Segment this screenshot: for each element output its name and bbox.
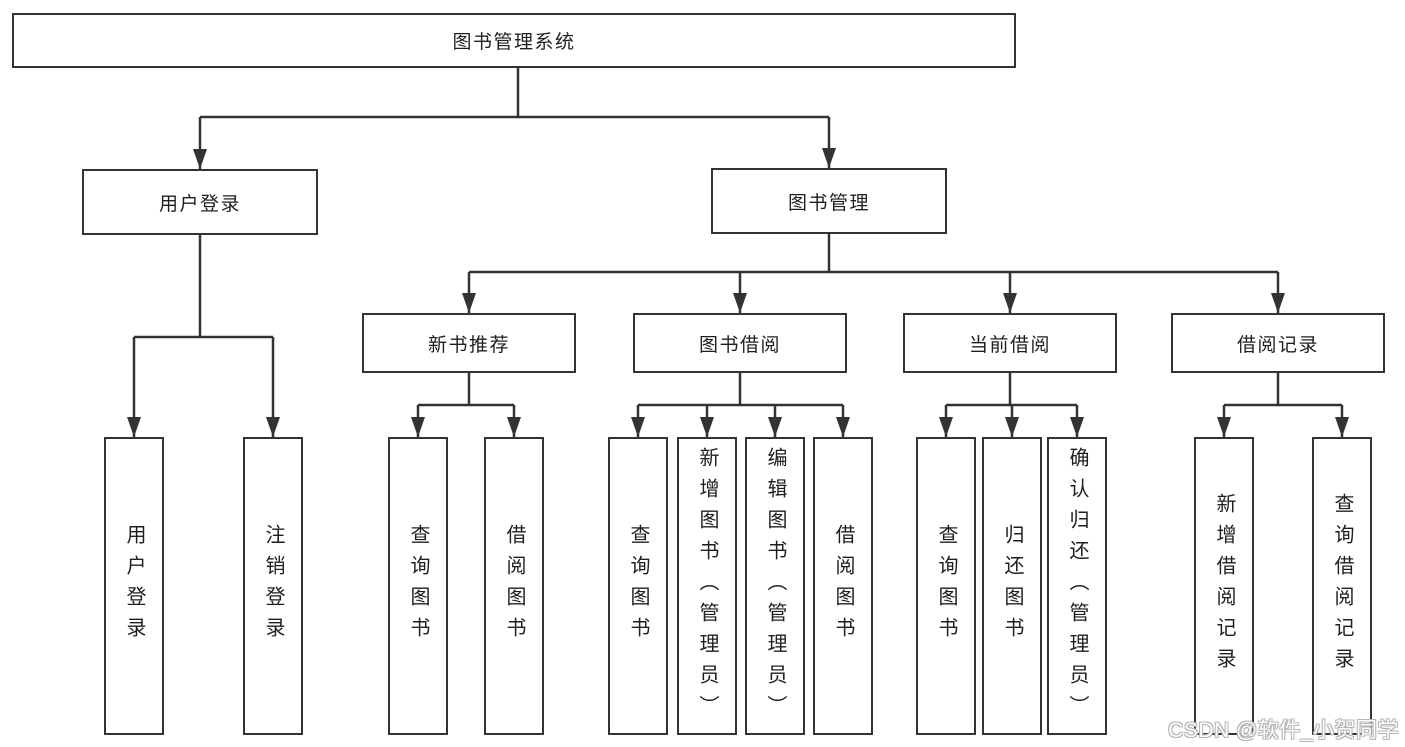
node-label: 新增借阅记录 [1213, 493, 1235, 679]
node-label: 编辑图书（管理员） [764, 446, 786, 726]
leaf-confirm-return-admin: 确认归还（管理员） [1047, 437, 1107, 735]
csdn-watermark: CSDN @软件_小贺同学 [1168, 719, 1399, 742]
leaf-edit-books-admin: 编辑图书（管理员） [745, 437, 805, 735]
node-label: 图书借阅 [698, 334, 781, 356]
node-label: 当前借阅 [968, 334, 1051, 356]
leaf-logout: 注销登录 [243, 437, 303, 735]
node-label: 借阅图书 [832, 524, 854, 648]
node-label: 新书推荐 [427, 334, 510, 356]
leaf-query-borrow-record: 查询借阅记录 [1312, 437, 1372, 735]
leaf-query-books-borrowing: 查询图书 [608, 437, 668, 735]
node-label: 查询图书 [407, 524, 429, 648]
node-label: 借阅图书 [503, 524, 525, 648]
node-user-login: 用户登录 [82, 169, 318, 235]
tree-edges [132, 68, 1344, 437]
node-label: 查询图书 [627, 524, 649, 648]
node-label: 借阅记录 [1236, 334, 1319, 356]
node-new-book-recommend: 新书推荐 [362, 313, 576, 373]
leaf-borrow-books: 借阅图书 [813, 437, 873, 735]
node-label: 归还图书 [1001, 524, 1023, 648]
leaf-query-books-recommend: 查询图书 [388, 437, 448, 735]
node-book-management: 图书管理 [711, 168, 947, 234]
node-label: 查询借阅记录 [1331, 493, 1353, 679]
leaf-return-books: 归还图书 [982, 437, 1042, 735]
node-label: 确认归还（管理员） [1066, 446, 1088, 726]
node-label: 图书管理 [787, 192, 870, 214]
leaf-add-borrow-record: 新增借阅记录 [1194, 437, 1254, 735]
node-label: 图书管理系统 [452, 32, 576, 53]
leaf-borrow-books-recommend: 借阅图书 [484, 437, 544, 735]
node-label: 新增图书（管理员） [696, 446, 718, 726]
node-borrowing-records: 借阅记录 [1171, 313, 1385, 373]
leaf-user-login: 用户登录 [104, 437, 164, 735]
node-library-management-system: 图书管理系统 [12, 13, 1016, 68]
node-label: 注销登录 [262, 524, 284, 648]
node-label: 用户登录 [158, 193, 241, 215]
node-book-borrowing: 图书借阅 [633, 313, 847, 373]
node-current-borrowing: 当前借阅 [903, 313, 1117, 373]
leaf-query-books-current: 查询图书 [916, 437, 976, 735]
node-label: 用户登录 [123, 524, 145, 648]
leaf-add-books-admin: 新增图书（管理员） [677, 437, 737, 735]
node-label: 查询图书 [935, 524, 957, 648]
